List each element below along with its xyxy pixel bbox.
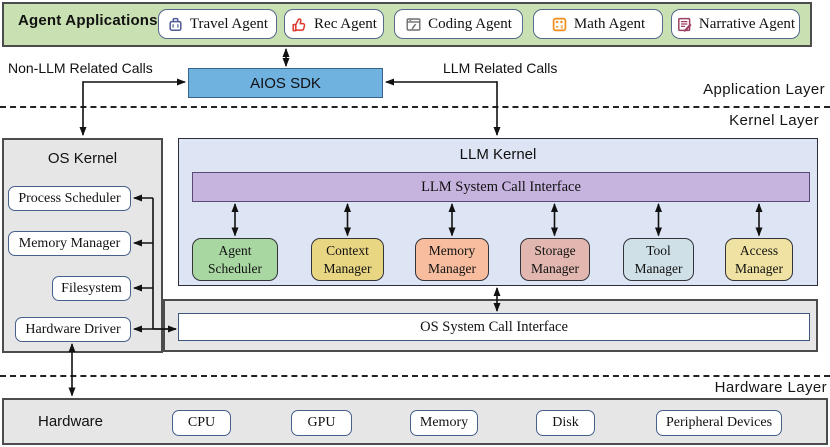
manager-storage: Storage Manager [520,238,590,281]
agent-applications-title: Agent Applications [18,12,158,29]
aios-sdk-box: AIOS SDK [188,68,383,98]
hardware-component-gpu: GPU [291,410,352,436]
manager-context: Context Manager [311,238,384,281]
kernel-hardware-separator [0,375,830,377]
hardware-component-cpu: CPU [172,410,231,436]
hardware-component-disk: Disk [536,410,595,436]
agent-node-label: Math Agent [573,15,646,32]
manager-tool: Tool Manager [623,238,694,281]
os-component-memory-manager: Memory Manager [8,231,131,256]
application-kernel-separator [0,106,830,108]
os-component-hardware-driver: Hardware Driver [15,317,131,342]
agent-node-label: Rec Agent [314,15,377,32]
thumbs-up-icon [291,16,308,33]
application-layer-label: Application Layer [703,81,825,98]
agent-node-narrative: Narrative Agent [671,9,800,39]
manager-agent-scheduler: Agent Scheduler [192,238,278,281]
hardware-title: Hardware [38,413,104,430]
os-kernel-title: OS Kernel [47,150,118,167]
agent-node-label: Coding Agent [428,15,512,32]
os-component-process-scheduler: Process Scheduler [8,186,131,211]
agent-node-math: Math Agent [533,9,663,39]
manager-memory: Memory Manager [415,238,489,281]
luggage-icon [167,16,184,33]
llm-syscall-interface-bar: LLM System Call Interface [192,172,810,202]
manager-access: Access Manager [725,238,793,281]
llm-kernel-panel [178,138,818,286]
os-syscall-interface-bar: OS System Call Interface [178,313,810,341]
agent-node-label: Narrative Agent [698,15,796,32]
agent-node-coding: Coding Agent [394,9,523,39]
agent-node-label: Travel Agent [189,15,269,32]
hardware-layer-label: Hardware Layer [714,379,827,396]
code-window-icon [405,16,422,33]
llm-kernel-title: LLM Kernel [459,146,537,163]
os-component-filesystem: Filesystem [52,276,131,301]
llm-calls-label: LLM Related Calls [443,60,558,76]
agent-node-travel: Travel Agent [158,9,277,39]
calculator-icon [551,16,568,33]
document-pen-icon [676,16,693,33]
agent-node-rec: Rec Agent [284,9,384,39]
hardware-component-peripherals: Peripheral Devices [656,410,782,436]
non-llm-calls-label: Non-LLM Related Calls [8,60,153,76]
hardware-component-memory: Memory [410,410,478,436]
kernel-layer-label: Kernel Layer [729,112,819,129]
